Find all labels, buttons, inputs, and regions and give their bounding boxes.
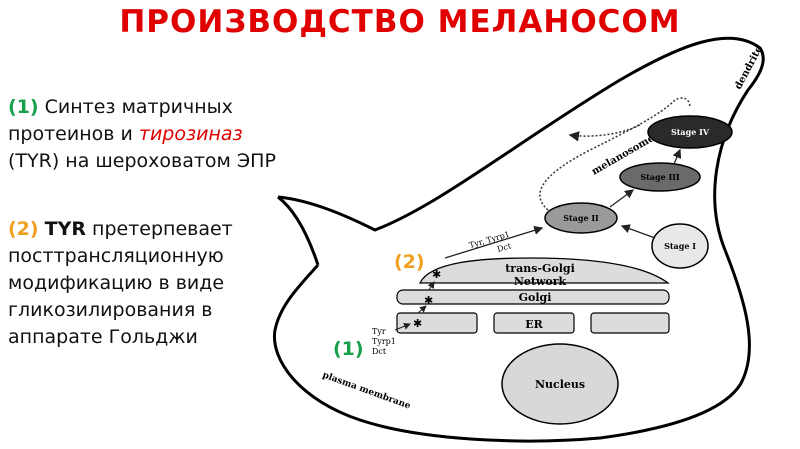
diagram-marker-1: (1) [333,338,364,360]
tyrp1-label-left: Tyrp1 [372,337,396,346]
stage-ii-melanosome [544,202,618,234]
dct-label-top: Dct [496,241,513,254]
melanosome-transport-path [539,97,691,211]
stage-iv-label: Stage IV [671,127,710,137]
vesicle-star-1: ✱ [413,317,422,330]
tyr-label-left: Tyr [372,327,386,336]
er-label: ER [525,318,543,331]
trans-golgi-network [418,257,670,284]
er-segment-left [396,312,478,334]
nucleus [501,343,619,425]
slide-title: ПРОИЗВОДСТВО МЕЛАНОСОМ [119,4,681,40]
stage-iv-melanosome [647,115,733,149]
step-2-text: претерпевает посттрансляционную модифика… [8,218,233,348]
golgi-apparatus [396,289,670,305]
vesicle-star-2: ✱ [424,294,433,307]
nucleus-label: Nucleus [535,378,585,391]
dct-label-left: Dct [372,347,387,356]
step-1-number: (1) [8,96,39,118]
tyr-term: TYR [44,218,86,240]
stage-iii-melanosome [619,162,701,192]
golgi-label: Golgi [519,291,552,304]
stage-iii-label: Stage III [640,172,680,182]
er-segment-center [493,312,575,334]
tyrosinase-term: тирозиназ [138,123,243,145]
step-2-number: (2) [8,218,39,240]
step-1-text-b: (TYR) на шероховатом ЭПР [8,150,276,172]
step-2-description: (2) TYR претерпевает посттрансляционную … [8,216,298,351]
stage-i-label: Stage I [664,241,696,251]
stage-ii-label: Stage II [563,213,599,223]
diagram-marker-2: (2) [394,251,425,273]
stage-i-melanosome [651,223,709,269]
network-label: Network [514,275,567,288]
er-segment-right [590,312,670,334]
vesicle-star-3: ✱ [432,268,441,281]
plasma-membrane-label: plasma membrane [321,370,412,411]
trans-golgi-label: trans-Golgi [505,262,575,275]
plasma-membrane-outline [272,36,765,443]
step-1-description: (1) Синтез матричных протеинов и тирозин… [8,94,298,175]
step-1-text-a: Синтез матричных протеинов и [8,96,233,145]
